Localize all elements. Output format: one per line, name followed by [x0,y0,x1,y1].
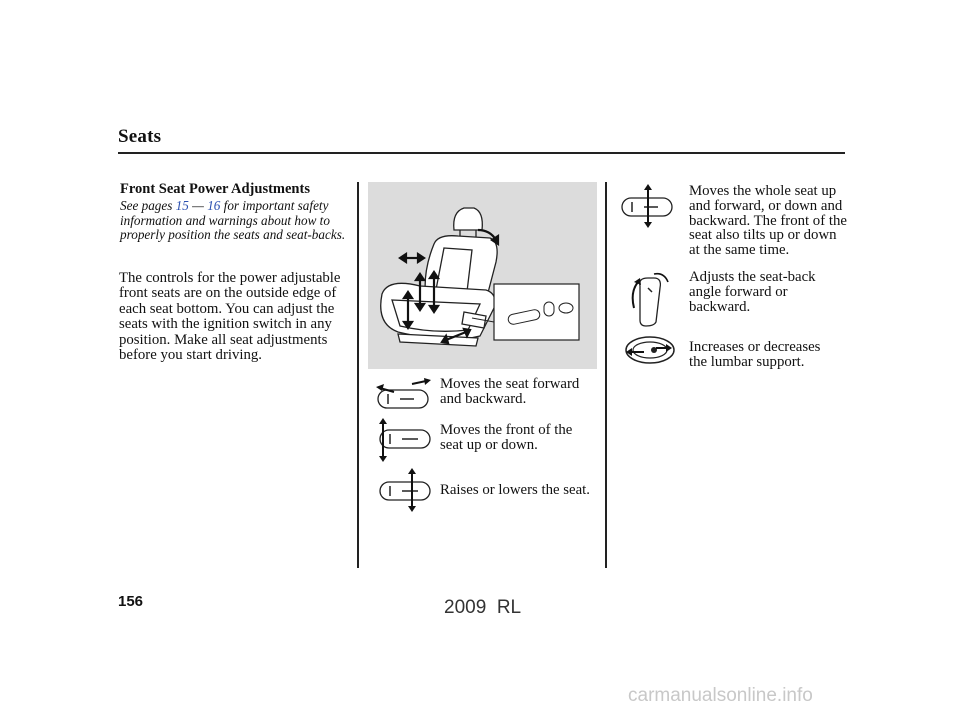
slide-switch-icon [374,378,434,419]
seat-drawing-icon [380,207,580,347]
column-divider-right [605,182,607,568]
recline-switch-icon [628,270,672,333]
note-prefix: See pages [120,198,173,213]
model-label: 2009 RL [444,597,522,618]
control-desc-front-height: Moves the front of the seat up or down. [440,422,573,453]
control-desc-whole-tilt: Moves the whole seat up and forward, or … [689,183,847,259]
watermark: carmanualsonline.info [628,685,813,706]
height-switch-icon [374,468,436,519]
whole-tilt-switch-icon [618,184,680,235]
safety-note: See pages 15 — 16 for important safety i… [120,198,356,243]
page-title: Seats [118,126,162,147]
subheading: Front Seat Power Adjustments [120,181,310,197]
control-desc-lumbar: Increases or decreases the lumbar suppor… [689,339,821,370]
note-dash: — [192,198,204,213]
body-text: The controls for the power adjustable fr… [119,270,341,364]
seat-illustration [368,182,597,369]
control-desc-height: Raises or lowers the seat. [440,482,590,498]
page-number: 156 [118,593,144,610]
control-desc-slide: Moves the seat forward and backward. [440,376,580,407]
lumbar-switch-icon [620,332,680,373]
page-link-end[interactable]: 16 [207,198,221,213]
column-divider-left [357,182,359,568]
control-desc-recline: Adjusts the seat-back angle forward or b… [689,269,816,315]
front-height-switch-icon [374,418,434,469]
header-rule [118,152,845,154]
page-link-start[interactable]: 15 [175,198,189,213]
note-suffix: for important safety information and war… [120,198,346,243]
